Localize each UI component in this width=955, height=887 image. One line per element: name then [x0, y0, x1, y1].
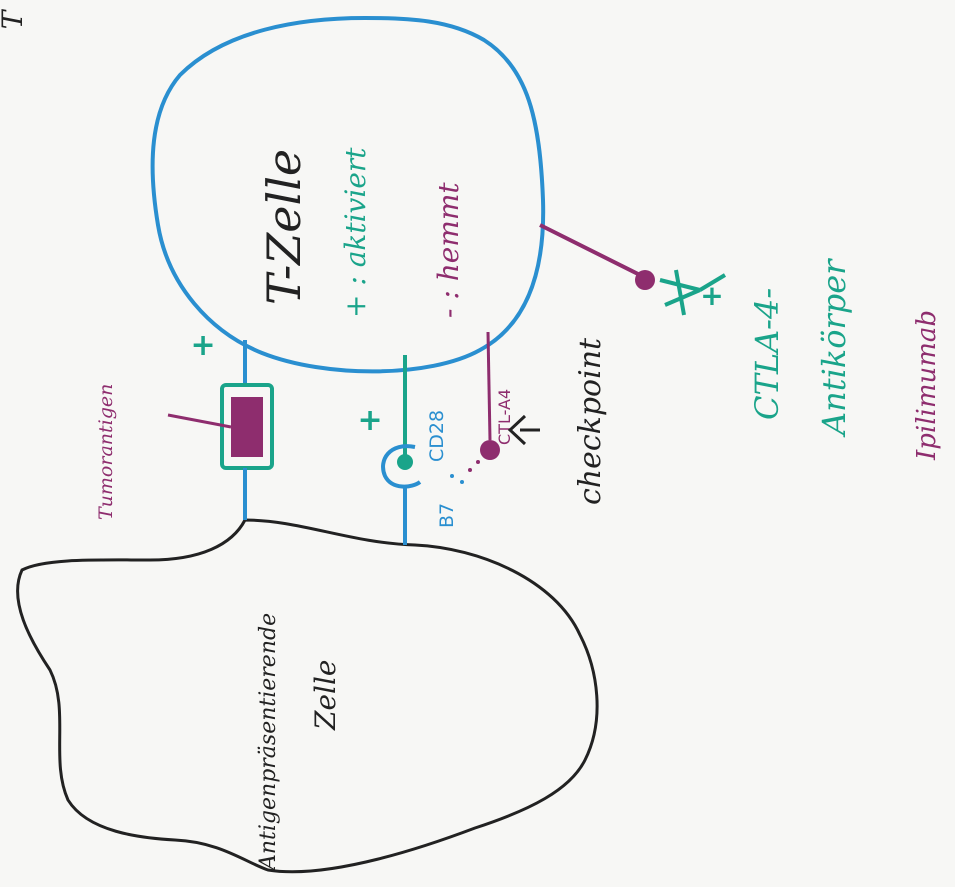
apc-outline	[16, 518, 599, 874]
svg-text:T: T	[0, 8, 29, 29]
svg-text:CD28: CD28	[426, 410, 448, 462]
inhibits-legend: - : hemmt	[432, 182, 465, 318]
svg-text:Tumorantigen: Tumorantigen	[95, 384, 117, 520]
ctla4-receptor	[480, 331, 500, 460]
binding-dots	[450, 460, 480, 484]
svg-text:+: +	[357, 403, 382, 438]
svg-text:checkpoint: checkpoint	[573, 337, 608, 505]
svg-text:+ : aktiviert: + : aktiviert	[339, 147, 372, 318]
t-cell-outline	[150, 15, 546, 374]
cd28-b7-connection	[381, 355, 422, 545]
cd28-label: CD28	[426, 410, 448, 462]
t-cell-title: T-Zelle	[257, 149, 311, 305]
antibody-label-line2: Antikörper	[815, 258, 853, 438]
antibody-plus-sign: +	[700, 279, 723, 312]
apc-label-line1: Antigenpräsentierende	[256, 613, 281, 872]
activates-legend: + : aktiviert	[339, 147, 372, 318]
svg-text:+: +	[190, 328, 215, 363]
costim-plus-sign: +	[357, 403, 382, 438]
ctla4-label: CTL-A4	[495, 389, 514, 445]
svg-text:- : hemmt: - : hemmt	[432, 182, 465, 318]
tcr-plus-sign: +	[190, 328, 215, 363]
svg-text:Antikörper: Antikörper	[815, 258, 853, 438]
corner-mark: T	[0, 8, 29, 29]
checkpoint-label: checkpoint	[573, 337, 608, 505]
ctla4-antibody	[539, 223, 727, 316]
drug-name-label: Ipilimumab	[912, 310, 942, 461]
svg-text:T-Zelle: T-Zelle	[257, 149, 311, 305]
svg-text:+: +	[700, 279, 723, 312]
antibody-label-line1: CTLA-4-	[748, 288, 786, 420]
svg-text:Ipilimumab: Ipilimumab	[912, 310, 942, 461]
svg-text:B7: B7	[436, 503, 458, 528]
b7-label: B7	[436, 503, 458, 528]
tumor-antigen-complex	[167, 340, 274, 520]
checkpoint-arrow	[507, 414, 540, 446]
svg-text:Antigenpräsentierende: Antigenpräsentierende	[256, 613, 281, 872]
tumor-antigen-label: Tumorantigen	[95, 384, 117, 520]
apc-label-line2: Zelle	[309, 659, 342, 731]
svg-text:CTL-A4: CTL-A4	[495, 389, 514, 445]
svg-text:CTLA-4-: CTLA-4-	[748, 288, 786, 420]
svg-text:Zelle: Zelle	[309, 659, 342, 731]
